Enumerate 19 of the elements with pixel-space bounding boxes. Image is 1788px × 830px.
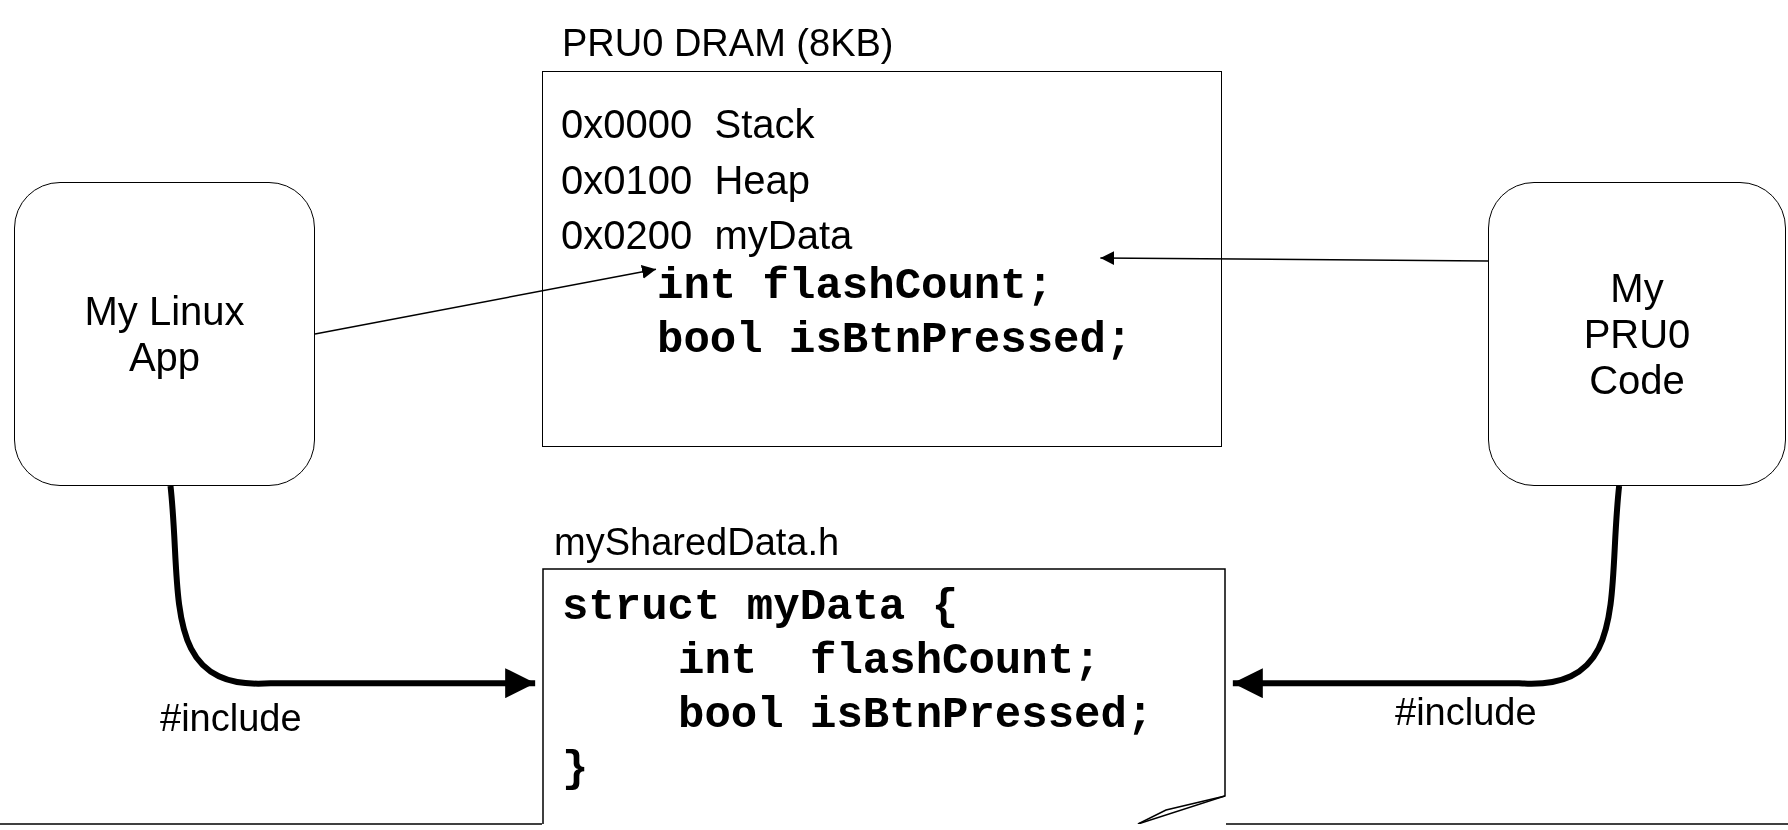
memory-row-text: 0x0100 Heap [561, 157, 811, 204]
arrow [167, 485, 536, 699]
code-line: struct myData { [562, 581, 959, 634]
arrow [1232, 485, 1623, 699]
node-label: My Linux App [83, 288, 246, 380]
file-name: mySharedData.h [554, 520, 840, 564]
arrow [314, 264, 657, 335]
memory-row-text: 0x0200 myData [561, 212, 853, 259]
code-line: int flashCount; [657, 260, 1055, 313]
box-title: PRU0 DRAM (8KB) [562, 21, 894, 65]
node-label: My PRU0 Code [1582, 265, 1692, 403]
code-line: } [562, 743, 589, 796]
memory-row-text: 0x0000 Stack [561, 101, 815, 148]
code-line: bool isBtnPressed; [657, 314, 1134, 367]
rounded-box [14, 182, 315, 486]
code-line: int flashCount; [678, 635, 1101, 688]
code-line: bool isBtnPressed; [678, 689, 1154, 742]
rounded-box [1488, 182, 1786, 486]
arrow [1099, 251, 1489, 266]
